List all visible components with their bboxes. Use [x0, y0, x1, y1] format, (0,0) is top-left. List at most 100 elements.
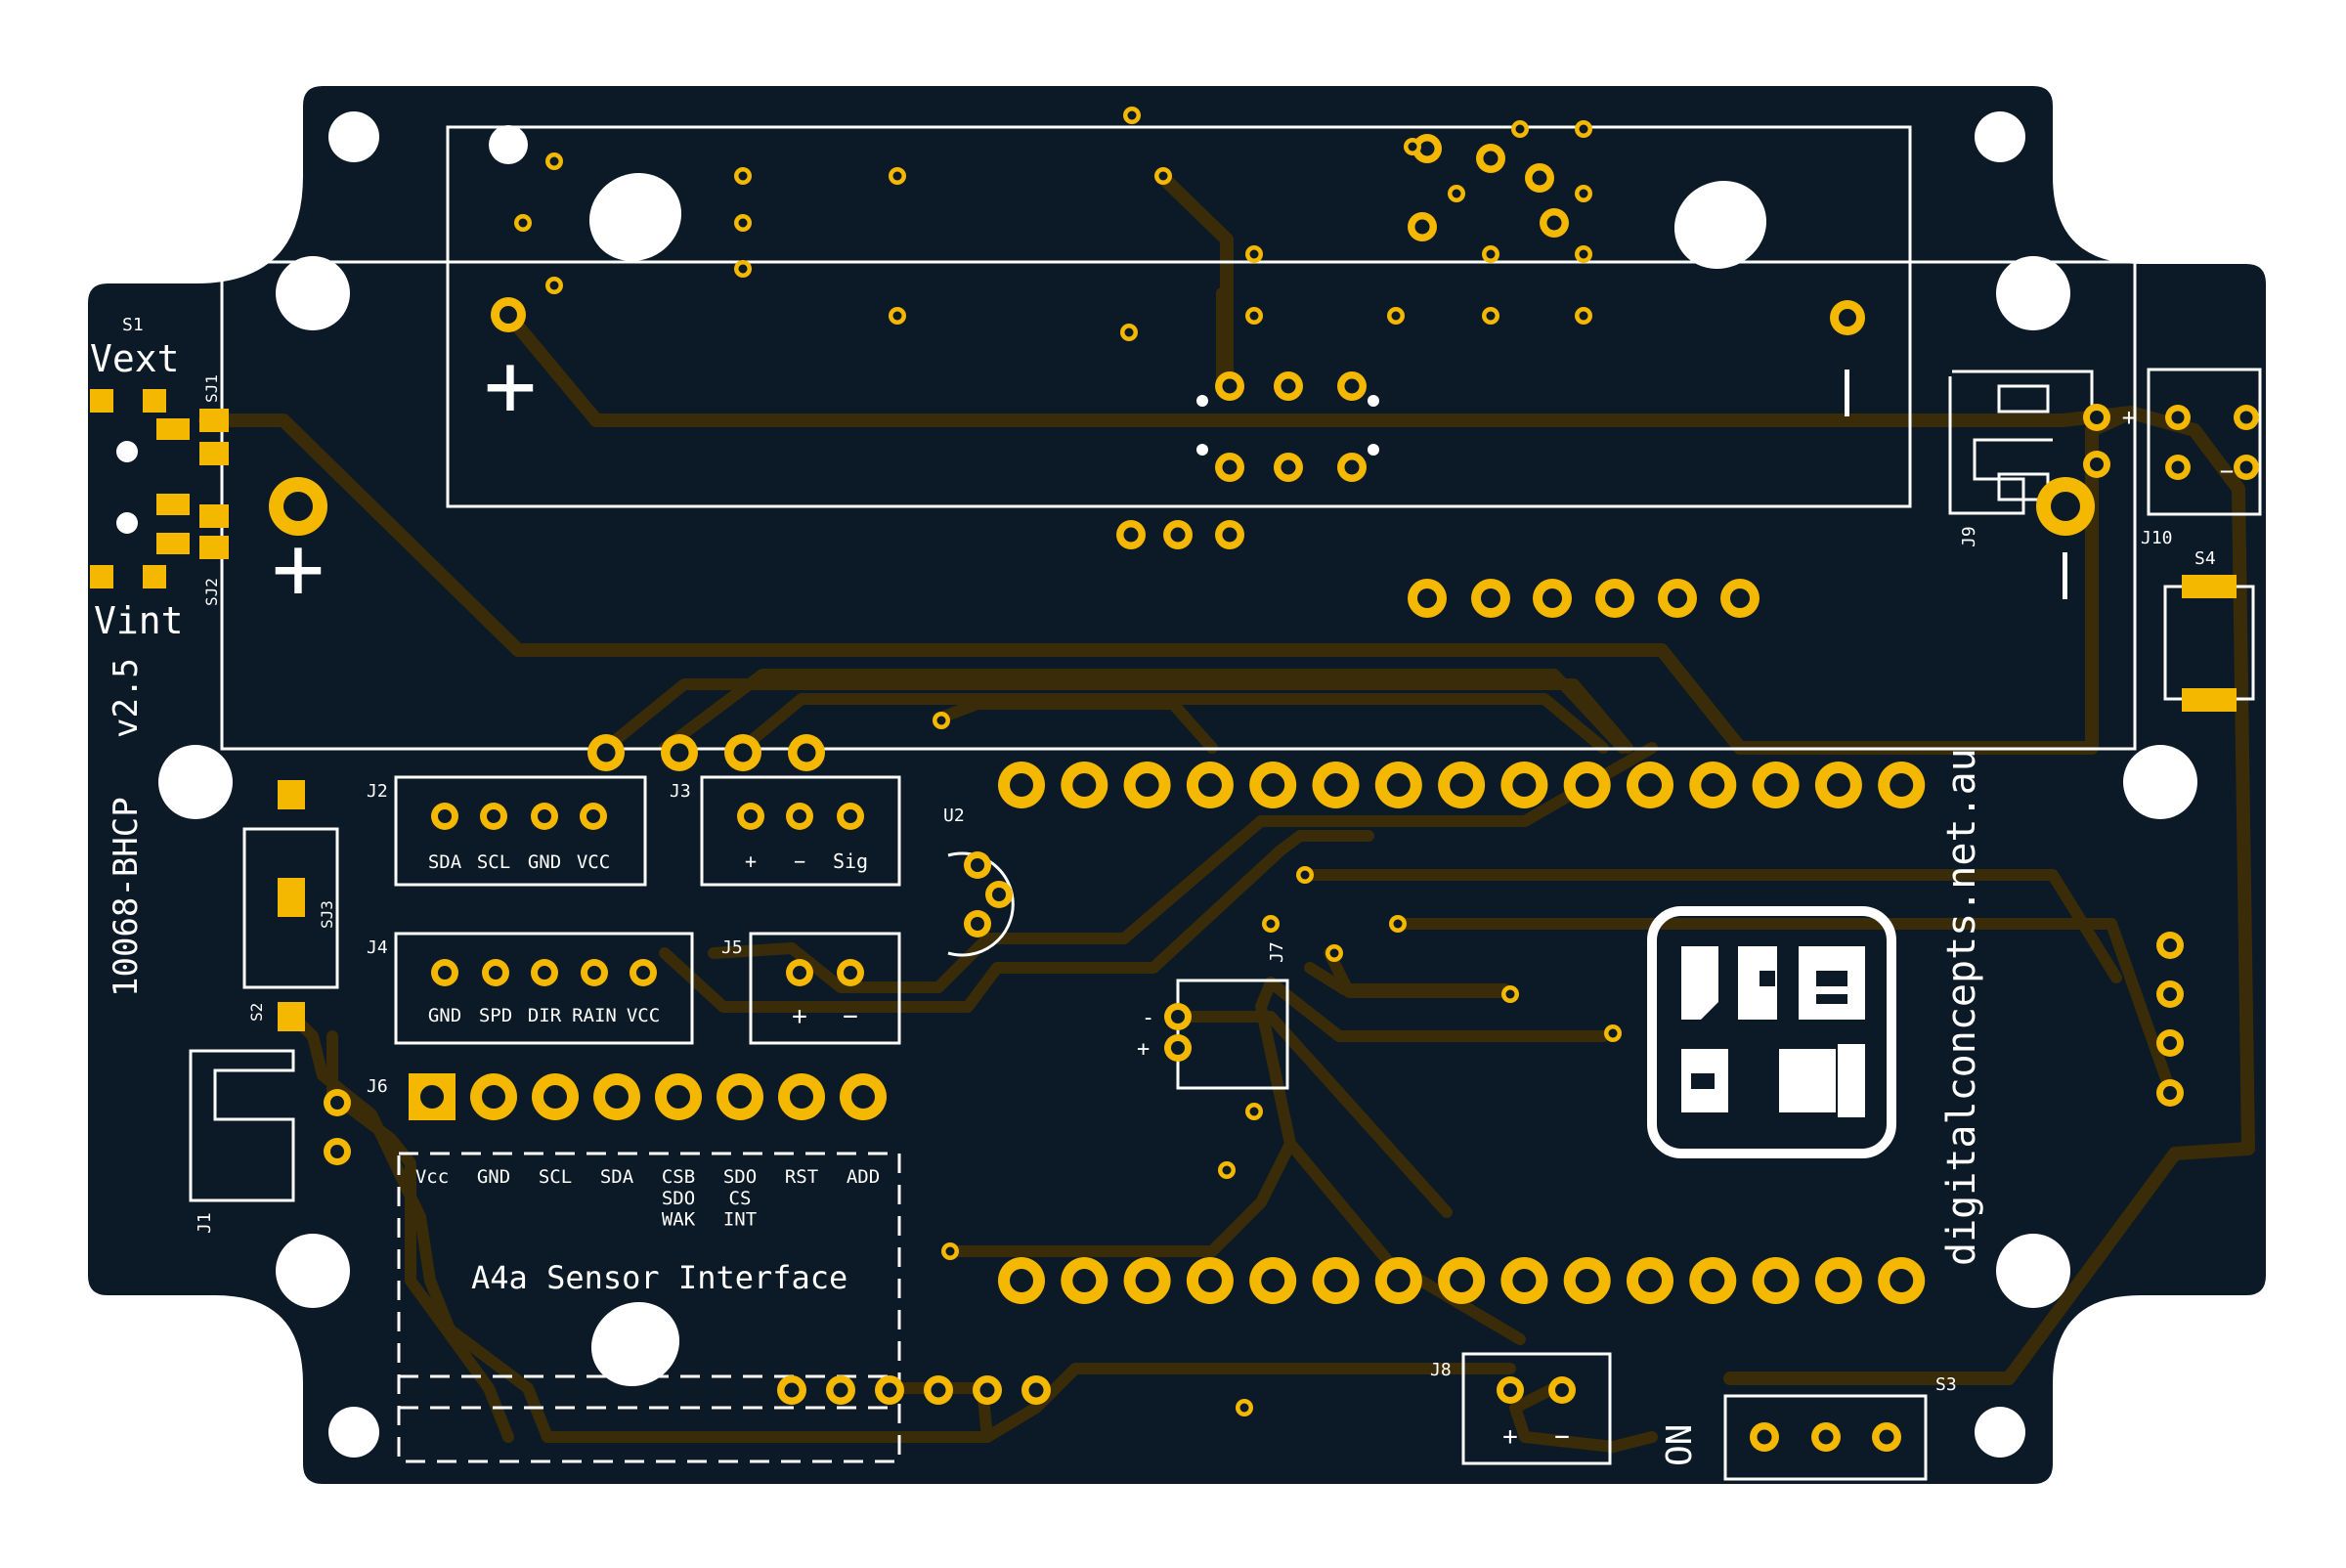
bottom-row-pin-hole [833, 1382, 848, 1398]
j6-pin-label: RST [785, 1166, 818, 1188]
j2-pin-label: VCC [577, 851, 610, 873]
j3-pin-hole [844, 809, 857, 823]
display-pin-hole [797, 743, 816, 762]
header-bottom-pin-hole [1575, 1269, 1599, 1292]
j4-pin-label: VCC [627, 1005, 660, 1026]
header-top-pin-hole [1826, 773, 1850, 797]
cluster-pin-hole [1483, 151, 1499, 166]
j6-pin-label: ADD [847, 1166, 880, 1188]
via-hole [936, 716, 946, 725]
header-top-pin-hole [1890, 773, 1914, 797]
j2-pin-hole [438, 809, 452, 823]
j4-pin-hole [636, 966, 650, 980]
j4-pin-label: GND [428, 1005, 461, 1026]
u2-pin-hole [971, 917, 984, 931]
via-hole [518, 218, 528, 228]
j5-pin-hole [793, 966, 806, 980]
j4-pin-hole [538, 966, 551, 980]
via-hole [1249, 311, 1259, 321]
j2-pin-hole [487, 809, 500, 823]
header-bottom-pin-hole [1701, 1269, 1725, 1292]
via-hole [892, 311, 902, 321]
module-pin-hole [1730, 588, 1750, 608]
via-hole [1486, 311, 1496, 321]
label-board-version: v2.5 [107, 658, 146, 738]
vint-plus-mark: + [272, 517, 325, 620]
header-top-pin-hole [1010, 773, 1033, 797]
j3-pin-label: Sig [833, 849, 868, 873]
j9-minus-mark [2063, 552, 2067, 599]
j6-pin-hole [482, 1085, 505, 1109]
label-j3: J3 [670, 781, 691, 802]
display-pin-hole [596, 743, 616, 762]
label-on: ON [1660, 1424, 1700, 1466]
j4-pin-label: SPD [479, 1005, 512, 1026]
silk-labels: S1 Vext Vint SJ1 SJ2 10068-BHCP v2.5 SJ3… [90, 315, 2216, 1466]
j8-pin-label: − [1554, 1422, 1570, 1452]
module-row-pin-hole [1170, 527, 1186, 543]
header-top-pin-hole [1763, 773, 1788, 797]
j2-pin-label: SCL [477, 851, 510, 873]
j10-pin-hole [2239, 460, 2253, 474]
label-j7: J7 [1267, 941, 1287, 963]
j8-pin-label: + [1502, 1422, 1518, 1452]
header-bottom-pin-hole [1010, 1269, 1033, 1292]
label-j4: J4 [367, 937, 388, 958]
via-hole [549, 156, 559, 166]
header-top-pin-hole [1575, 773, 1599, 797]
through-hole-pads [269, 107, 2259, 1452]
right-column-pin-hole [2163, 987, 2177, 1001]
header-top-pin-hole [1638, 773, 1662, 797]
module-pin-a-hole [1281, 378, 1296, 394]
j7-pin-hole [1171, 1010, 1185, 1024]
battery-plus-mark: + [484, 334, 537, 437]
label-vint: Vint [94, 599, 184, 642]
display-pin-hole [733, 743, 753, 762]
j9-terminal-pad-hole [2051, 492, 2080, 521]
j6-pin-hole [728, 1085, 752, 1109]
via-hole [892, 171, 902, 181]
header-bottom-pin-hole [1763, 1269, 1788, 1292]
via-hole [1579, 249, 1588, 259]
via-hole [1124, 327, 1134, 337]
header-top-pin-hole [1512, 773, 1537, 797]
via-hole [1608, 1028, 1618, 1038]
label-sj2: SJ2 [202, 578, 221, 606]
j10-pin-hole [2171, 460, 2185, 474]
j6-pin-hole [605, 1085, 629, 1109]
j10-minus-mark: − [2220, 457, 2234, 485]
via-hole [1329, 948, 1339, 958]
right-column-pin-hole [2163, 1036, 2177, 1050]
label-sj1: SJ1 [202, 374, 221, 403]
via-hole [1249, 249, 1259, 259]
j6-pin-label: SDA [600, 1166, 634, 1188]
header-bottom-pin-hole [1261, 1269, 1285, 1292]
j4-pin-label: DIR [528, 1005, 562, 1026]
j6-pin-hole [420, 1085, 444, 1109]
j3-pin-label: + [745, 849, 757, 873]
label-s3: S3 [1935, 1374, 1957, 1395]
via-hole [1239, 1403, 1249, 1413]
header-top-pin-hole [1261, 773, 1285, 797]
via-hole [1266, 919, 1276, 929]
label-board-id: 10068-BHCP [107, 797, 146, 997]
j6-pin-hole [851, 1085, 875, 1109]
s3-pin-hole [1757, 1429, 1772, 1445]
label-j8: J8 [1430, 1360, 1452, 1380]
smd-pads [90, 389, 2237, 1031]
header-top-pin-hole [1701, 773, 1725, 797]
cluster-pin-hole [1532, 170, 1547, 186]
header-top-pin-hole [1324, 773, 1348, 797]
module-row-pin-hole [1222, 527, 1238, 543]
module-pin-b-hole [1281, 459, 1296, 475]
header-bottom-pin-hole [1386, 1269, 1411, 1292]
j6-pin-label: SDO [723, 1166, 757, 1188]
label-j2: J2 [367, 781, 388, 802]
via-hole [1158, 171, 1168, 181]
j6-pin-label: CSB [662, 1166, 695, 1188]
u2-pin-hole [971, 858, 984, 872]
j6-pin-hole [790, 1085, 813, 1109]
j6-pin-label: Vcc [415, 1166, 449, 1188]
